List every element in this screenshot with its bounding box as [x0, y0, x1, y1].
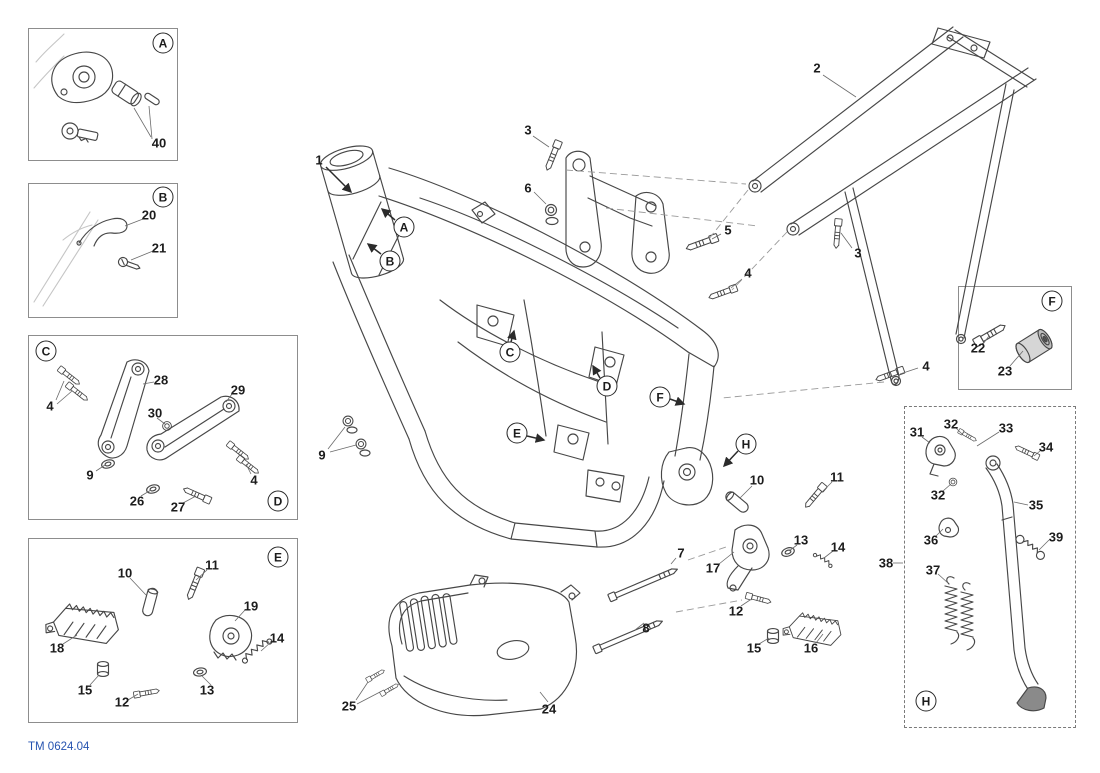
callout-circle-H: H — [915, 690, 937, 712]
part-label-28: 28 — [153, 372, 169, 388]
subframe-drawing — [748, 26, 1037, 387]
callout-circle-C: C — [35, 340, 57, 362]
part-label-4: 4 — [744, 265, 752, 281]
part-label-22: 22 — [970, 340, 986, 356]
part-label-8: 8 — [642, 620, 650, 636]
part-label-12: 12 — [114, 694, 130, 710]
callout-circle-F: F — [649, 386, 671, 408]
part-label-19: 19 — [243, 598, 259, 614]
skid-plate-drawing — [388, 574, 581, 717]
detail-a-drawing — [33, 33, 160, 143]
callout-circle-F: F — [1041, 290, 1063, 312]
part-label-26: 26 — [129, 493, 145, 509]
part-label-15: 15 — [77, 682, 93, 698]
detail-e-drawing — [43, 566, 273, 699]
steering-head-tube — [319, 145, 405, 279]
part-label-37: 37 — [925, 562, 941, 578]
part-label-13: 13 — [793, 532, 809, 548]
document-code: TM 0624.04 — [28, 741, 90, 753]
callout-circle-A: A — [152, 32, 174, 54]
callout-circle-C: C — [499, 341, 521, 363]
callout-circle-D: D — [267, 490, 289, 512]
part-label-25: 25 — [341, 698, 357, 714]
part-label-38: 38 — [878, 555, 894, 571]
part-label-10: 10 — [117, 565, 133, 581]
part-label-3: 3 — [524, 122, 532, 138]
part-label-17: 17 — [705, 560, 721, 576]
part-label-20: 20 — [141, 207, 157, 223]
part-label-18: 18 — [49, 640, 65, 656]
callout-circle-A: A — [393, 216, 415, 238]
part-label-32: 32 — [930, 487, 946, 503]
detail-h-drawing — [925, 428, 1047, 712]
part-label-10: 10 — [749, 472, 765, 488]
part-label-11: 11 — [830, 469, 844, 485]
part-label-2: 2 — [813, 60, 821, 76]
part-label-14: 14 — [269, 630, 285, 646]
callout-circle-E: E — [267, 546, 289, 568]
part-label-33: 33 — [998, 420, 1014, 436]
callout-circle-H: H — [735, 433, 757, 455]
part-label-29: 29 — [230, 382, 246, 398]
callout-arrows — [325, 166, 739, 468]
construction-lines — [565, 169, 885, 613]
part-label-11: 11 — [205, 557, 219, 573]
detail-cd-drawing — [56, 359, 261, 505]
part-label-34: 34 — [1038, 439, 1054, 455]
part-label-36: 36 — [923, 532, 939, 548]
part-label-12: 12 — [728, 603, 744, 619]
part-label-32: 32 — [943, 416, 959, 432]
part-label-15: 15 — [746, 640, 762, 656]
frame-fasteners-drawing — [342, 138, 906, 697]
part-label-1: 1 — [315, 152, 323, 168]
callout-circle-E: E — [506, 422, 528, 444]
detail-b-drawing — [33, 211, 141, 307]
part-label-9: 9 — [318, 447, 326, 463]
brake-pedal-footpeg-parts-drawing — [725, 481, 845, 650]
part-label-14: 14 — [830, 539, 846, 555]
part-label-13: 13 — [199, 682, 215, 698]
callout-circle-D: D — [596, 375, 618, 397]
part-label-39: 39 — [1048, 529, 1064, 545]
leader-lines — [55, 74, 1050, 705]
part-label-40: 40 — [151, 135, 167, 151]
part-label-24: 24 — [541, 701, 557, 717]
part-label-4: 4 — [46, 398, 54, 414]
detail-box-h — [904, 406, 1076, 728]
part-label-21: 21 — [151, 240, 167, 256]
part-label-27: 27 — [170, 499, 186, 515]
part-label-4: 4 — [250, 472, 258, 488]
part-label-4: 4 — [922, 358, 930, 374]
part-label-7: 7 — [677, 545, 685, 561]
callout-circle-B: B — [379, 250, 401, 272]
detail-box-b — [28, 183, 178, 318]
part-label-3: 3 — [854, 245, 862, 261]
part-label-35: 35 — [1028, 497, 1044, 513]
part-label-9: 9 — [86, 467, 94, 483]
part-label-30: 30 — [147, 405, 163, 421]
part-label-5: 5 — [724, 222, 732, 238]
part-label-31: 31 — [909, 424, 925, 440]
callout-circle-B: B — [152, 186, 174, 208]
part-label-16: 16 — [803, 640, 819, 656]
main-frame-drawing — [319, 145, 719, 548]
part-label-23: 23 — [997, 363, 1013, 379]
detail-box-e — [28, 538, 298, 723]
part-label-6: 6 — [524, 180, 532, 196]
